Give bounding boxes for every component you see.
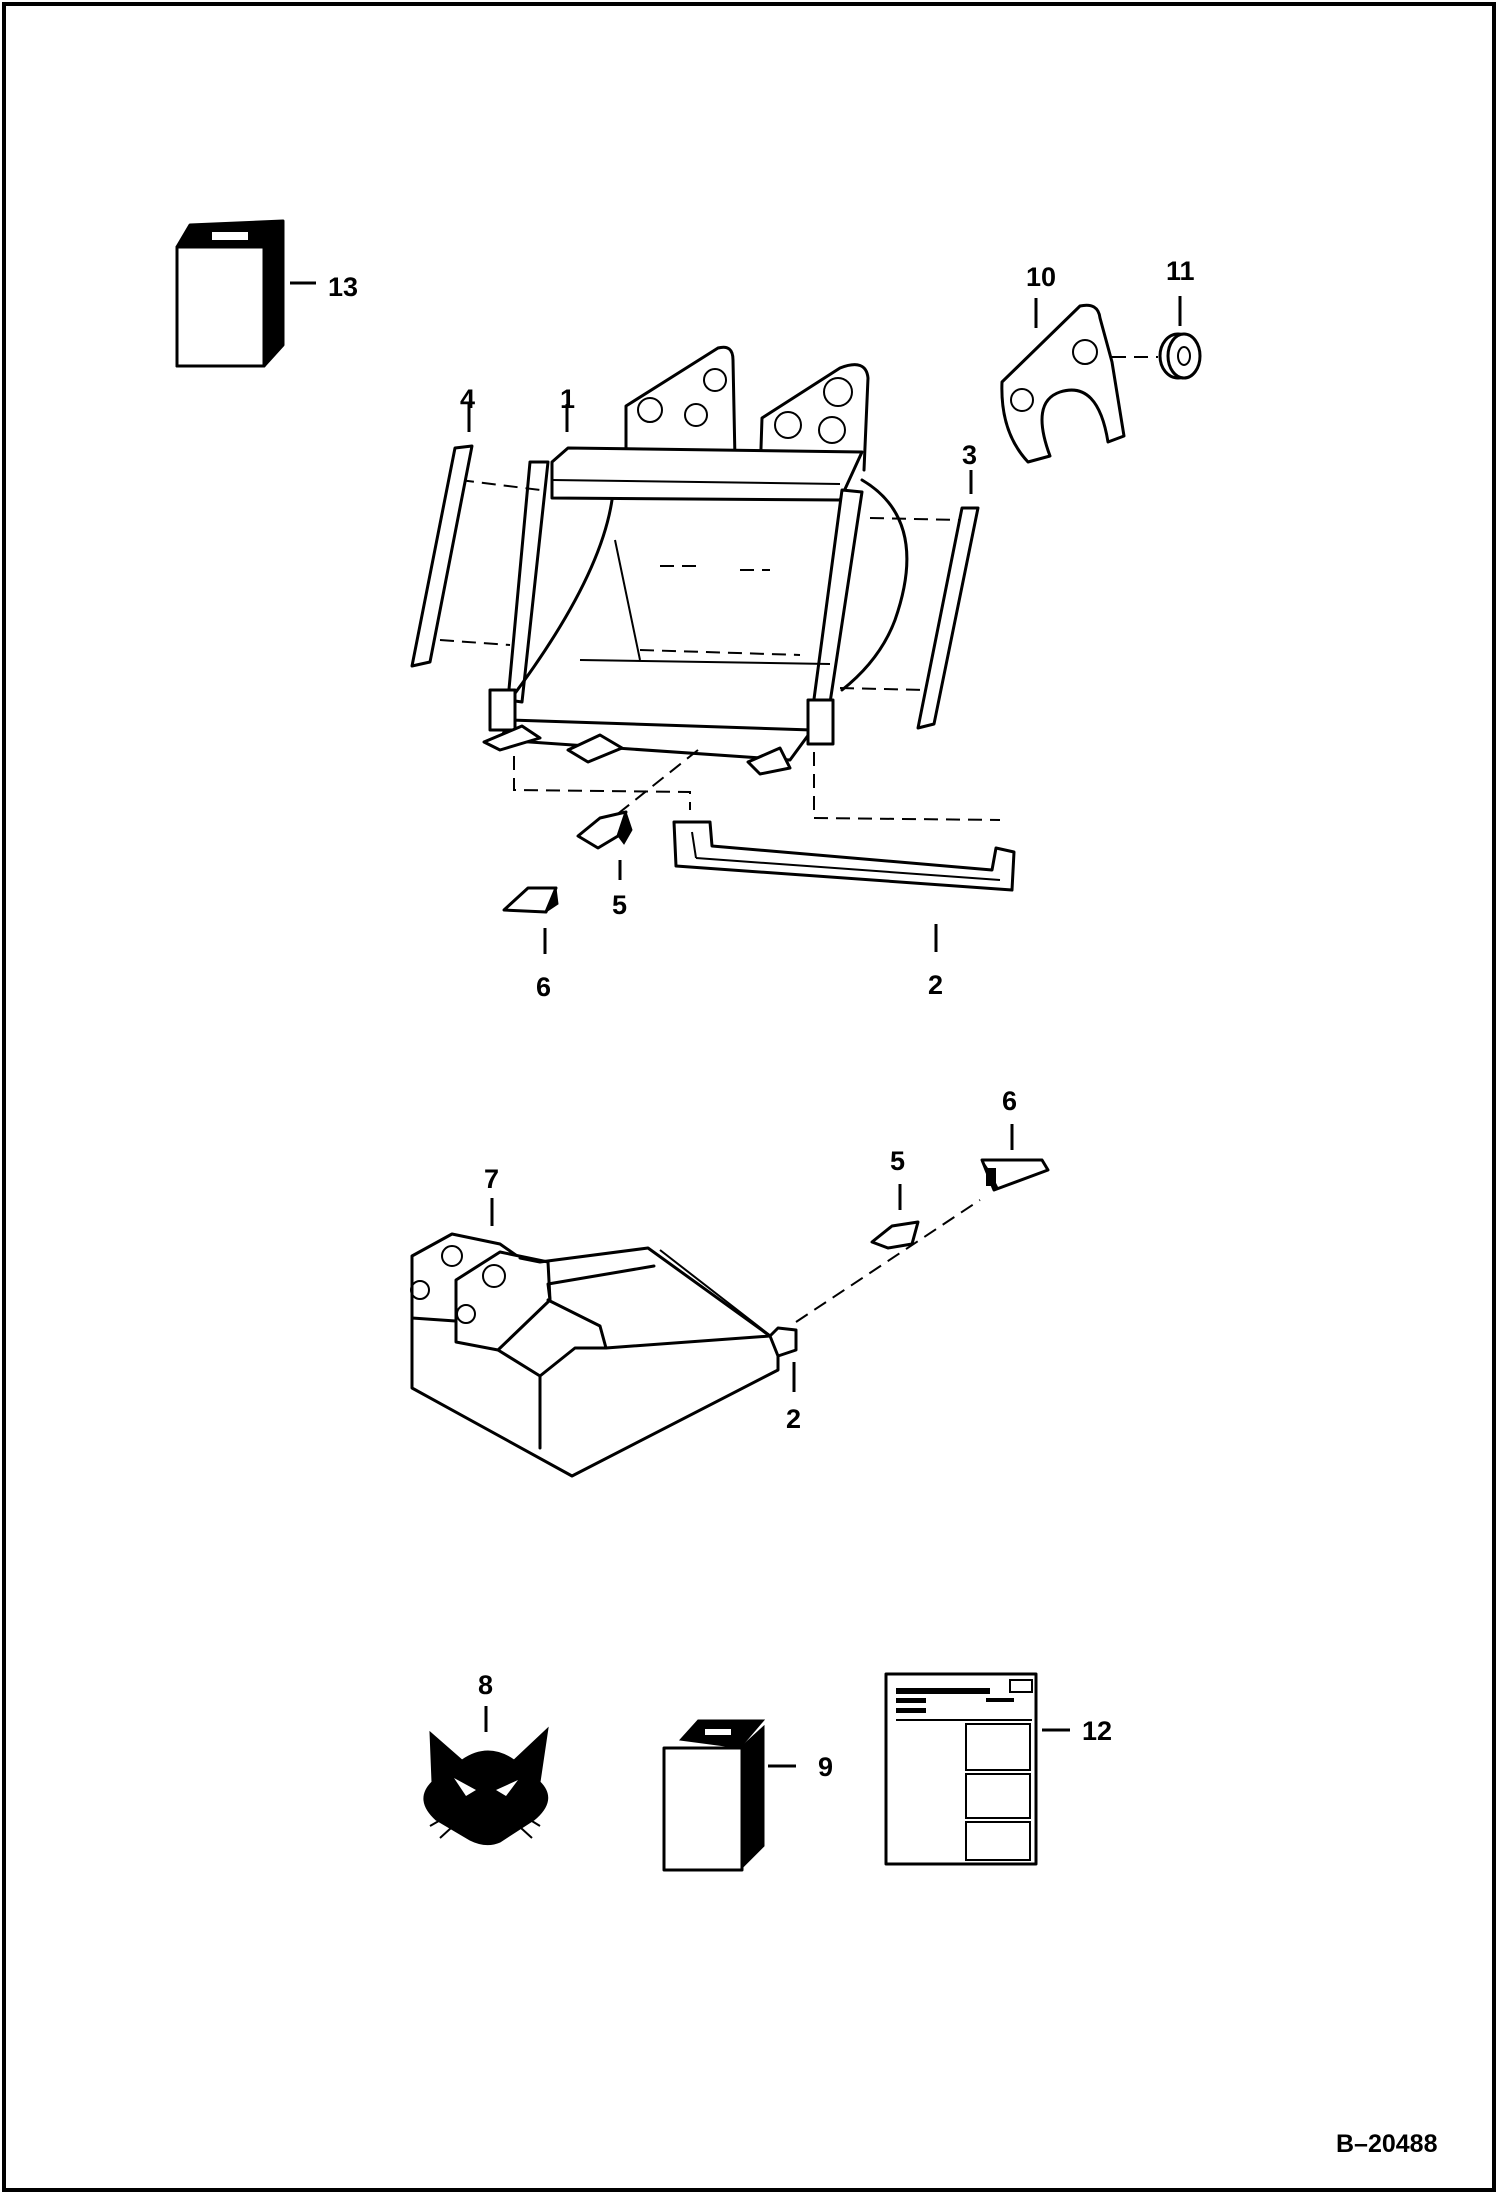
callout-8: 8 [478,1670,493,1700]
callout-5-middle: 5 [890,1146,905,1176]
logo-8 [423,1726,549,1846]
callout-2-top: 2 [928,970,943,1000]
callout-1: 1 [560,384,575,414]
tooth-adapter-5 [576,810,633,850]
side-cutter-3 [916,506,980,730]
callout-6-top: 6 [536,972,551,1002]
tooth-adapter-5-middle [870,1220,920,1250]
tooth-6-middle [980,1158,1050,1192]
cutting-edge-2 [672,820,1016,892]
callout-10: 10 [1026,262,1056,292]
callout-2-middle: 2 [786,1404,801,1434]
callout-11: 11 [1166,256,1195,286]
washer-11 [1158,332,1202,380]
callout-4: 4 [460,384,475,414]
callout-3: 3 [962,440,977,470]
callout-12: 12 [1082,1716,1112,1746]
bucket-7 [410,1232,798,1478]
decal-box-13 [175,219,285,368]
side-cutter-4 [410,444,474,668]
callout-7: 7 [484,1164,499,1194]
bucket-1 [482,345,909,776]
drawing-reference: B–20488 [1336,2130,1438,2158]
callout-9: 9 [818,1752,833,1782]
callout-13: 13 [328,272,358,302]
decal-box-9 [662,1719,766,1872]
tooth-6 [502,886,559,914]
bracket-10 [1000,303,1126,464]
callout-5-top: 5 [612,890,627,920]
instruction-sheet-12 [884,1672,1038,1866]
callout-6-middle: 6 [1002,1086,1017,1116]
